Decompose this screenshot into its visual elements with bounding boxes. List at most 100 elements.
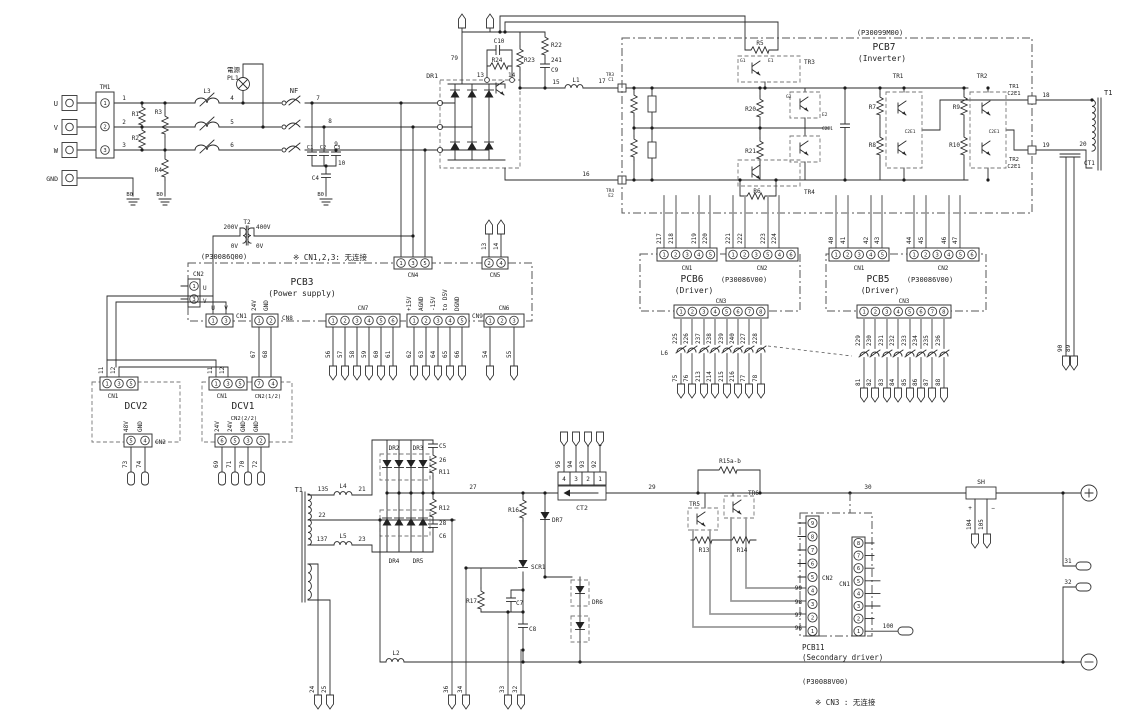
pin-number: 7	[811, 548, 814, 554]
cn2-label: CN2	[938, 265, 949, 272]
pin-number: 4	[499, 261, 503, 267]
connector-pin	[955, 249, 966, 260]
wire-label: 30	[864, 484, 872, 491]
r5-label: R5	[756, 40, 764, 47]
cn5-label: CN5	[490, 272, 501, 279]
wire-label: 64	[430, 350, 437, 358]
pin-number: 2	[259, 439, 262, 445]
connector-pin	[659, 249, 669, 260]
connector-pin	[842, 249, 853, 260]
wire-label: 12	[219, 366, 226, 374]
pin-number: 5	[423, 261, 426, 267]
dcv2-title: DCV2	[125, 401, 148, 412]
l5-inductor	[333, 541, 353, 546]
pin-number: 2	[691, 310, 694, 316]
pl1-label: PL1	[227, 74, 239, 82]
c3-cap	[331, 151, 341, 157]
wire-label: 42	[863, 236, 870, 244]
c2-label: C2	[320, 145, 327, 151]
pin-number: 6	[919, 310, 922, 316]
wire-label: 12	[110, 366, 117, 374]
connector-pin	[420, 258, 430, 268]
wire-label: 232	[889, 335, 896, 346]
pin-number: 6	[220, 439, 223, 445]
pin-number: 2	[103, 125, 106, 131]
pin-number: 9	[811, 521, 814, 527]
pin-number: 1	[731, 253, 734, 259]
pin-number: 2	[424, 319, 427, 325]
connector-pin	[100, 98, 110, 108]
wire-label: 219	[691, 233, 698, 244]
connector-glyph	[906, 387, 914, 403]
t1-label: T1	[1104, 89, 1112, 97]
wire-label: 10	[338, 160, 346, 167]
c10-cap	[495, 45, 501, 55]
b0-label: B0	[126, 192, 133, 198]
dr2-diode	[382, 459, 392, 468]
connector-pin	[739, 249, 750, 260]
connector-pin	[100, 121, 110, 132]
wire-label: 26	[439, 457, 447, 464]
bottom-connectors	[448, 694, 525, 710]
wire-label: 18	[1042, 92, 1050, 99]
diode	[450, 141, 460, 150]
r4-label: R4	[155, 167, 163, 174]
connector-pin	[909, 249, 919, 260]
r15-label: R15a-b	[719, 458, 741, 465]
pcb7-inverter: (P30099M00) PCB7 (Inverter) R5 TR3 G1 E1…	[621, 15, 1112, 371]
cn1-label: CN1	[236, 313, 247, 320]
wire-label: 62	[406, 350, 413, 358]
pin-number: 1	[103, 101, 106, 107]
pcb7-title: PCB7	[873, 42, 896, 53]
wire-label: 233	[901, 335, 908, 346]
wire-label: 21	[358, 486, 366, 493]
connector-pin	[927, 306, 938, 317]
snubber-resistor	[630, 135, 638, 161]
r17-resistor	[477, 587, 485, 613]
wire-label: 7	[316, 95, 320, 102]
connector-pin	[807, 517, 818, 529]
wire-label: 24	[309, 685, 316, 693]
wire-label: 78	[752, 374, 759, 382]
connector-glyph	[757, 383, 765, 399]
c1-cap	[307, 151, 317, 157]
pin-number: 5	[709, 253, 712, 259]
connector-pin	[807, 558, 818, 569]
wire-label: 239	[718, 333, 725, 344]
connector-glyph	[510, 365, 518, 381]
dr6-label: DR6	[592, 599, 603, 606]
pin-number: 4	[143, 439, 147, 445]
pin-number: 1	[488, 319, 491, 325]
connector-pin	[831, 249, 841, 260]
t2-0v-label: 0V	[256, 243, 264, 250]
pin-number: 1	[105, 382, 108, 388]
l6-label: L6	[661, 350, 669, 357]
wire-label: 11	[207, 366, 214, 374]
ground-symbol	[126, 198, 140, 206]
connector-glyph	[860, 387, 868, 403]
wire-label: 4	[230, 95, 234, 102]
t1-aux-winding	[307, 563, 312, 600]
connector-pin	[859, 306, 869, 317]
sh-connectors	[971, 533, 991, 549]
connector-pin	[114, 378, 124, 389]
connector-pin	[733, 306, 743, 317]
c2e1-label: C2E1	[822, 126, 833, 132]
pin-number: 1	[811, 629, 814, 635]
pcb11-note: ※ CN3 : 无连接	[815, 697, 876, 707]
connector-pin	[254, 378, 264, 389]
wire-label: 227	[740, 333, 747, 344]
pin-number: 2	[487, 261, 490, 267]
pin-number: 1	[192, 284, 195, 290]
tr1-upper-igbt	[897, 100, 907, 116]
pin-number: 3	[103, 148, 106, 154]
wire-label: 83	[878, 378, 885, 386]
connector-glyph	[892, 349, 904, 358]
